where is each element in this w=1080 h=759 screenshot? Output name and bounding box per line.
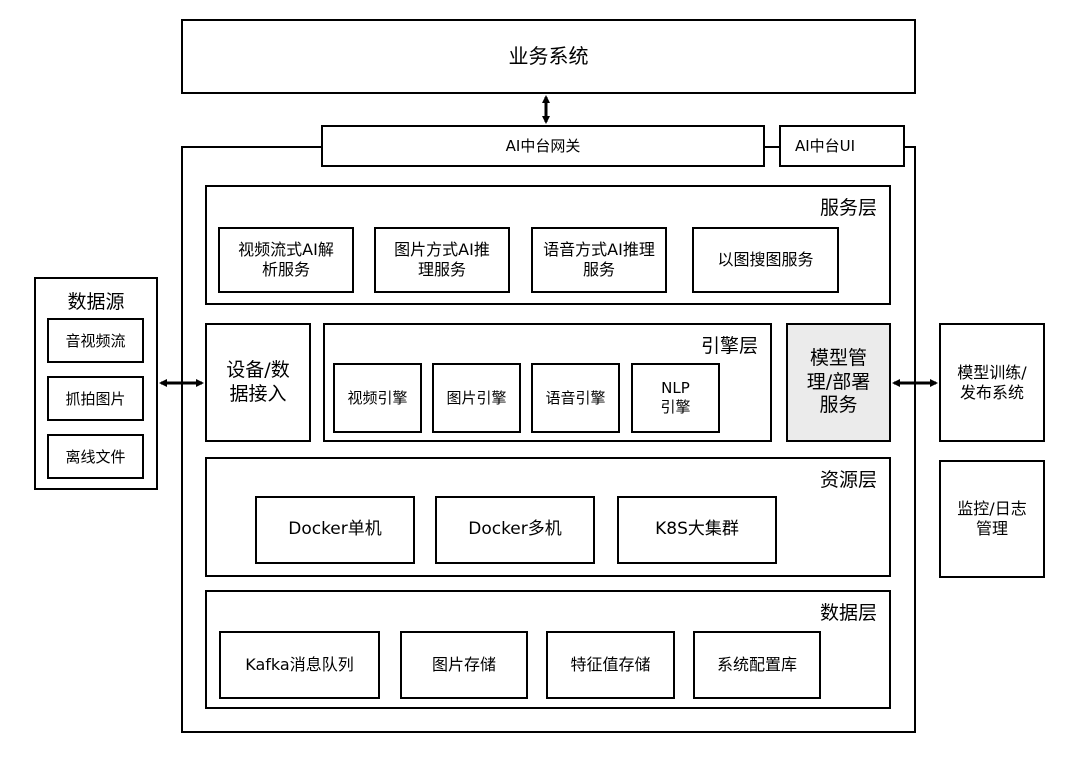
data-kafka-queue-label: Kafka消息队列 [245,655,354,674]
service-video-stream: 视频流式AI解 析服务 [218,227,354,293]
engine-video: 视频引擎 [333,363,422,433]
service-image-search: 以图搜图服务 [692,227,839,293]
engine-voice-label: 语音引擎 [545,388,606,407]
engine-image-label: 图片引擎 [446,388,507,407]
ai-gateway-box: AI中台网关 [321,125,765,167]
data-image-storage-label: 图片存储 [431,655,496,674]
service-video-stream-label: 视频流式AI解 析服务 [238,240,334,279]
service-image-inference: 图片方式AI推 理服务 [374,227,510,293]
model-management-label: 模型管 理/部署 服务 [806,346,871,417]
data-source-av-stream-label: 音视频流 [65,332,126,350]
data-source-snapshot-label: 抓拍图片 [65,390,126,408]
ai-ui-box: AI中台UI [779,125,905,167]
data-source-av-stream: 音视频流 [47,318,144,363]
data-config-db-label: 系统配置库 [716,655,797,674]
resource-docker-multi: Docker多机 [435,496,595,564]
service-voice-inference: 语音方式AI推理 服务 [531,227,667,293]
engine-voice: 语音引擎 [531,363,620,433]
service-image-search-label: 以图搜图服务 [717,250,814,269]
data-source-offline-file: 离线文件 [47,434,144,479]
resource-docker-single: Docker单机 [255,496,415,564]
resource-k8s-cluster: K8S大集群 [617,496,777,564]
data-config-db: 系统配置库 [693,631,821,699]
device-data-access-label: 设备/数 据接入 [226,358,290,405]
engine-nlp: NLP 引擎 [631,363,720,433]
business-system-box: 业务系统 [181,19,916,94]
data-feature-storage-label: 特征值存储 [570,655,651,674]
service-layer-title: 服务层 [819,197,877,219]
data-image-storage: 图片存储 [400,631,528,699]
model-training-label: 模型训练/ 发布系统 [957,362,1027,402]
model-management-box: 模型管 理/部署 服务 [786,323,891,442]
data-source-snapshot: 抓拍图片 [47,376,144,421]
service-image-inference-label: 图片方式AI推 理服务 [394,240,490,279]
resource-docker-multi-label: Docker多机 [468,519,562,540]
data-layer-title: 数据层 [819,602,877,624]
service-voice-inference-label: 语音方式AI推理 服务 [543,240,655,279]
engine-nlp-label: NLP 引擎 [660,379,691,416]
engine-layer-title: 引擎层 [700,335,758,357]
device-data-access-box: 设备/数 据接入 [205,323,311,442]
resource-layer-title: 资源层 [819,469,877,491]
data-feature-storage: 特征值存储 [546,631,675,699]
monitoring-log-box: 监控/日志 管理 [939,460,1045,578]
business-system-label: 业务系统 [508,44,589,68]
ai-gateway-label: AI中台网关 [505,136,581,155]
resource-docker-single-label: Docker单机 [288,519,382,540]
ai-ui-label: AI中台UI [795,136,856,155]
model-training-box: 模型训练/ 发布系统 [939,323,1045,442]
resource-k8s-cluster-label: K8S大集群 [655,519,739,540]
engine-video-label: 视频引擎 [347,388,408,407]
data-source-offline-file-label: 离线文件 [65,448,126,466]
engine-image: 图片引擎 [432,363,521,433]
data-kafka-queue: Kafka消息队列 [219,631,380,699]
monitoring-log-label: 监控/日志 管理 [957,499,1027,538]
data-source-title: 数据源 [67,291,125,313]
